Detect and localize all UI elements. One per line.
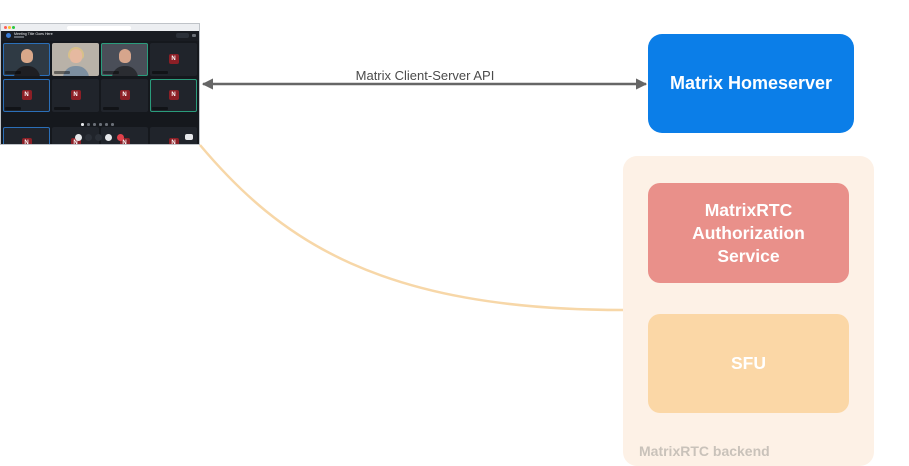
window-close-icon — [4, 26, 7, 29]
screen-share-icon — [95, 134, 102, 141]
participant-tile — [52, 43, 99, 76]
camera-icon — [85, 134, 92, 141]
participant-tile — [101, 43, 148, 76]
participant-tile: N — [150, 79, 197, 112]
client-server-api-label: Matrix Client-Server API — [355, 68, 495, 83]
window-maximize-icon — [12, 26, 15, 29]
homeserver-label: Matrix Homeserver — [669, 73, 833, 93]
participant-tile: N — [101, 127, 148, 144]
sfu-label: SFU — [731, 353, 766, 373]
participant-tile: N — [3, 127, 50, 144]
authorization-service-box: MatrixRTC Authorization Service — [648, 183, 849, 283]
authorization-service-label: MatrixRTC Authorization Service — [692, 199, 805, 266]
settings-icon — [192, 33, 196, 37]
hangup-icon — [117, 134, 124, 141]
participant-tile — [3, 43, 50, 76]
participant-tile: N — [3, 79, 50, 112]
window-minimize-icon — [8, 26, 11, 29]
client-to-backend-curve — [199, 144, 624, 312]
sfu-box: SFU — [648, 314, 849, 413]
address-bar — [67, 25, 131, 30]
layout-icon — [185, 134, 193, 140]
homeserver-box: Matrix Homeserver — [648, 34, 854, 133]
mic-icon — [75, 134, 82, 141]
participant-tile: N — [101, 79, 148, 112]
room-title: Meeting Title Goes Here — [14, 32, 53, 36]
share-button — [176, 32, 189, 38]
participant-tile: N — [52, 79, 99, 112]
matrixrtc-backend-label: MatrixRTC backend — [639, 443, 770, 459]
client-screenshot: Meeting Title Goes Here N N N N N — [0, 23, 200, 145]
call-header — [1, 31, 199, 41]
settings-icon — [105, 134, 112, 141]
room-subtitle — [14, 36, 24, 38]
room-avatar-icon — [6, 33, 11, 38]
participant-tile: N — [150, 43, 197, 76]
